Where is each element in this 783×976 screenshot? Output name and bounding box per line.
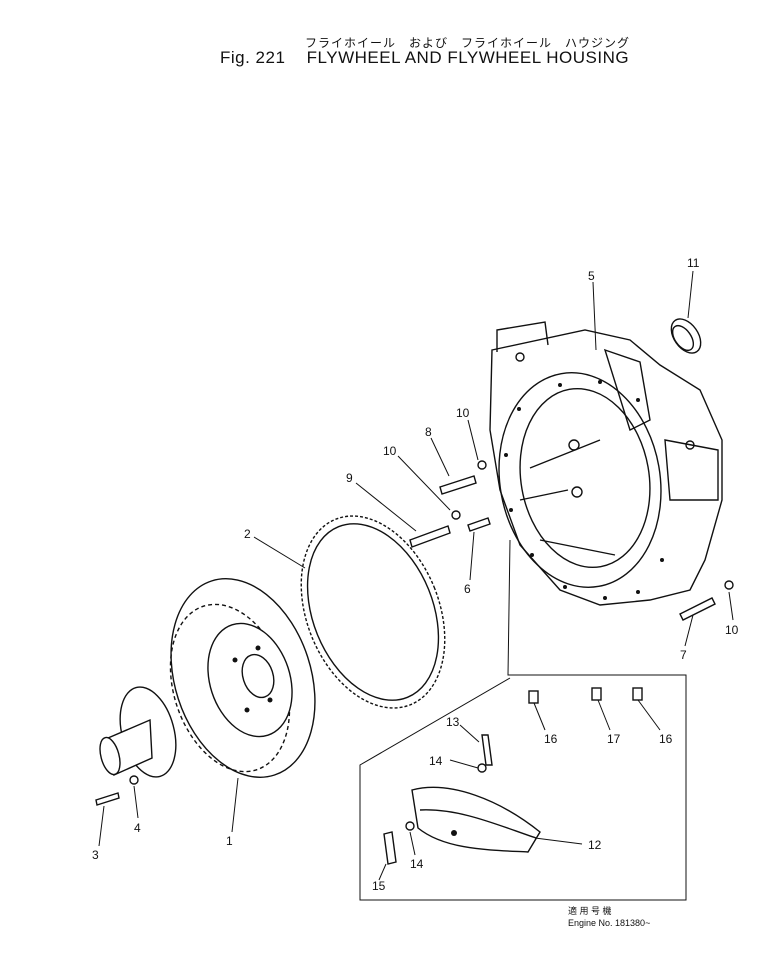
cover-plate	[411, 786, 541, 853]
callout-10-b: 10	[383, 444, 397, 458]
fasteners	[95, 460, 734, 865]
callout-11: 11	[687, 256, 700, 270]
flywheel	[169, 578, 316, 778]
callout-14-b: 14	[410, 857, 424, 871]
callout-12: 12	[588, 838, 602, 852]
callout-17: 17	[607, 732, 621, 746]
hub-adapter	[99, 686, 177, 778]
callout-4: 4	[134, 821, 141, 835]
leader-lines	[98, 270, 734, 881]
note-engine: Engine No. 181380~	[568, 918, 651, 928]
callout-7: 7	[680, 648, 687, 662]
callout-9: 9	[346, 471, 353, 485]
seal-ring	[670, 318, 702, 354]
callout-15: 15	[372, 879, 386, 893]
callout-1: 1	[226, 834, 233, 848]
note-jp: 適 用 号 機	[568, 906, 612, 916]
callout-16-b: 16	[659, 732, 673, 746]
flywheel-housing	[489, 321, 723, 606]
figure-title: Fig. 221 FLYWHEEL AND FLYWHEEL HOUSING	[220, 48, 629, 68]
callout-3: 3	[92, 848, 99, 862]
ring-gear	[300, 515, 446, 709]
callout-2: 2	[244, 527, 251, 541]
callout-8: 8	[425, 425, 432, 439]
header: フライホイール および フライホイール ハウジング Fig. 221 FLYWH…	[0, 0, 783, 80]
callout-10-a: 10	[456, 406, 470, 420]
figure-title-text: FLYWHEEL AND FLYWHEEL HOUSING	[306, 48, 630, 67]
callouts: 1 2 3 4 5 6 7 8 9 10 10 10 11 12 13 14 1…	[92, 256, 739, 893]
callout-14-a: 14	[429, 754, 443, 768]
enclosure-frame	[359, 539, 687, 901]
callout-10-c: 10	[725, 623, 739, 637]
applicability-note: 適 用 号 機 Engine No. 181380~	[568, 905, 650, 929]
callout-6: 6	[464, 582, 471, 596]
japanese-title: フライホイール および フライホイール ハウジング	[305, 36, 631, 50]
callout-5: 5	[588, 269, 595, 283]
figure-number: Fig. 221	[220, 48, 286, 67]
callout-13: 13	[446, 715, 460, 729]
callout-16-a: 16	[544, 732, 558, 746]
